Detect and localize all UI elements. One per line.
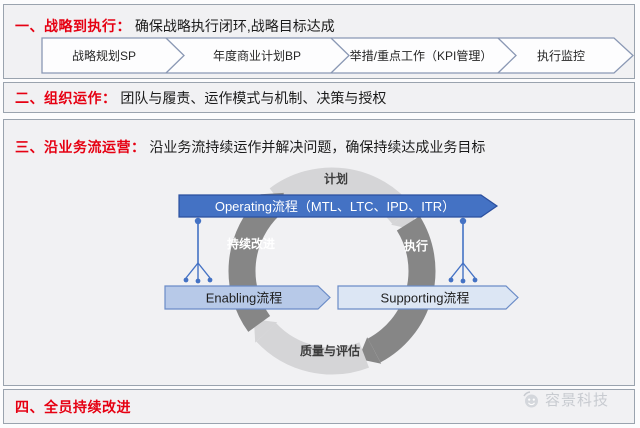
operating-flow-arrow bbox=[178, 194, 499, 218]
section4-heading: 四、全员持续改进 bbox=[15, 398, 131, 415]
supporting-flow-arrow bbox=[337, 285, 519, 310]
section1-heading: 一、战略到执行： bbox=[15, 18, 131, 34]
chevron-band-shape bbox=[41, 37, 634, 74]
cycle-label-execute: 执行 bbox=[404, 238, 428, 253]
section3-title: 三、沿业务流运营： 沿业务流持续运作并解决问题，确保持续达成业务目标 bbox=[4, 137, 485, 157]
section2-title: 二、组织运作： 团队与履责、运作模式与机制、决策与授权 bbox=[4, 88, 386, 108]
section2-desc: 团队与履责、运作模式与机制、决策与授权 bbox=[120, 89, 387, 106]
cycle-label-improve: 持续改进 bbox=[227, 236, 275, 251]
cycle-label-evaluate: 质量与评估 bbox=[300, 343, 360, 358]
section-business-flow-operation: 三、沿业务流运营： 沿业务流持续运作并解决问题，确保持续达成业务目标 计划 执行… bbox=[3, 119, 635, 386]
step-monitor-label: 执行监控 bbox=[537, 49, 585, 63]
pdca-cycle-diagram: 计划 执行 质量与评估 持续改进 bbox=[164, 167, 519, 375]
step-bp-label: 年度商业计划BP bbox=[213, 48, 301, 63]
chevron-separator-icon bbox=[330, 37, 350, 74]
chevron-separator-icon bbox=[497, 37, 517, 74]
section3-heading: 三、沿业务流运营： bbox=[15, 139, 146, 155]
supporting-flow-label: Supporting流程 bbox=[381, 291, 470, 306]
step-kpi-label: 举措/重点工作（KPI管理） bbox=[350, 48, 493, 63]
section2-heading: 二、组织运作： bbox=[15, 89, 117, 106]
chevron-separator-icon bbox=[165, 37, 185, 74]
operating-flow-label: Operating流程（MTL、LTC、IPD、ITR） bbox=[215, 199, 455, 214]
cycle-label-plan: 计划 bbox=[324, 171, 348, 186]
left-connector bbox=[183, 217, 213, 284]
rongjing-logo-icon bbox=[523, 390, 538, 407]
cycle-arc-evaluate bbox=[256, 322, 370, 375]
section1-desc: 确保战略执行闭环,战略目标达成 bbox=[134, 18, 335, 34]
watermark-text: 容景科技 bbox=[545, 392, 610, 409]
enabling-flow-label: Enabling流程 bbox=[206, 291, 283, 306]
section3-desc: 沿业务流持续运作并解决问题，确保持续达成业务目标 bbox=[149, 139, 486, 155]
cycle-arrowhead-icon bbox=[253, 319, 278, 343]
watermark: 容景科技 bbox=[521, 387, 635, 412]
cycle-arc-improve bbox=[228, 195, 281, 332]
right-connector bbox=[448, 217, 478, 284]
process-chevron-band: 战略规划SP 年度商业计划BP 举措/重点工作（KPI管理） 执行监控 bbox=[41, 37, 634, 74]
section1-title: 一、战略到执行： 确保战略执行闭环,战略目标达成 bbox=[4, 16, 335, 36]
section4-title: 四、全员持续改进 bbox=[4, 397, 131, 417]
section-organization-operation: 二、组织运作： 团队与履责、运作模式与机制、决策与授权 bbox=[3, 82, 635, 113]
step-sp-label: 战略规划SP bbox=[72, 48, 136, 63]
section-strategy-to-execution: 一、战略到执行： 确保战略执行闭环,战略目标达成 战略规划SP 年度商业计划BP… bbox=[3, 4, 635, 79]
enabling-flow-arrow bbox=[164, 285, 331, 310]
